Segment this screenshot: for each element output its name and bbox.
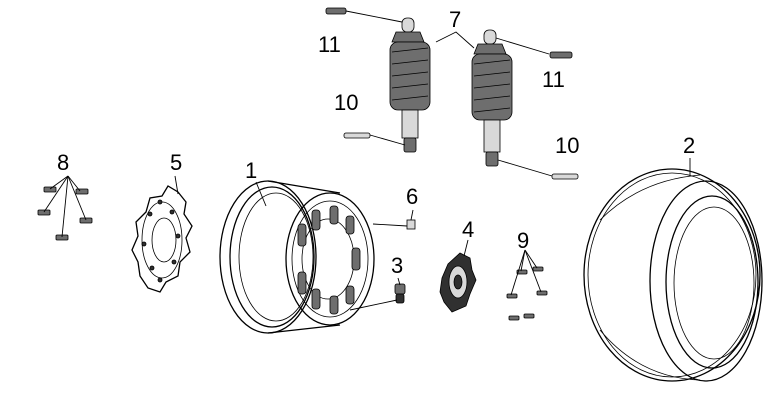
callout-10-left: 10 [334, 90, 358, 115]
lower-bolts-part [343, 132, 579, 180]
shock-absorber-right-part [471, 29, 513, 167]
callout-3: 3 [391, 253, 403, 278]
leader-lines [43, 10, 691, 311]
brake-disc-part [131, 185, 193, 293]
callout-11-right: 11 [542, 67, 565, 92]
tire-part [583, 168, 763, 382]
callout-5: 5 [170, 150, 182, 175]
disc-bolts-part [37, 186, 93, 241]
shock-absorber-left-part [389, 17, 431, 153]
flange-bolts-part [506, 266, 548, 321]
callout-4: 4 [462, 217, 474, 242]
callout-8: 8 [57, 150, 69, 175]
wheel-rim-part [219, 180, 375, 334]
callout-9: 9 [517, 228, 529, 253]
callout-6: 6 [406, 184, 418, 209]
callout-labels: 1 2 3 4 5 6 7 8 9 10 10 11 11 [57, 7, 695, 278]
nut-part [406, 219, 416, 230]
callout-7: 7 [449, 7, 461, 32]
callout-11-left: 11 [318, 32, 341, 57]
callout-1: 1 [245, 158, 257, 183]
callout-10-right: 10 [555, 133, 579, 158]
drive-flange-part [439, 252, 477, 313]
callout-2: 2 [683, 133, 695, 158]
